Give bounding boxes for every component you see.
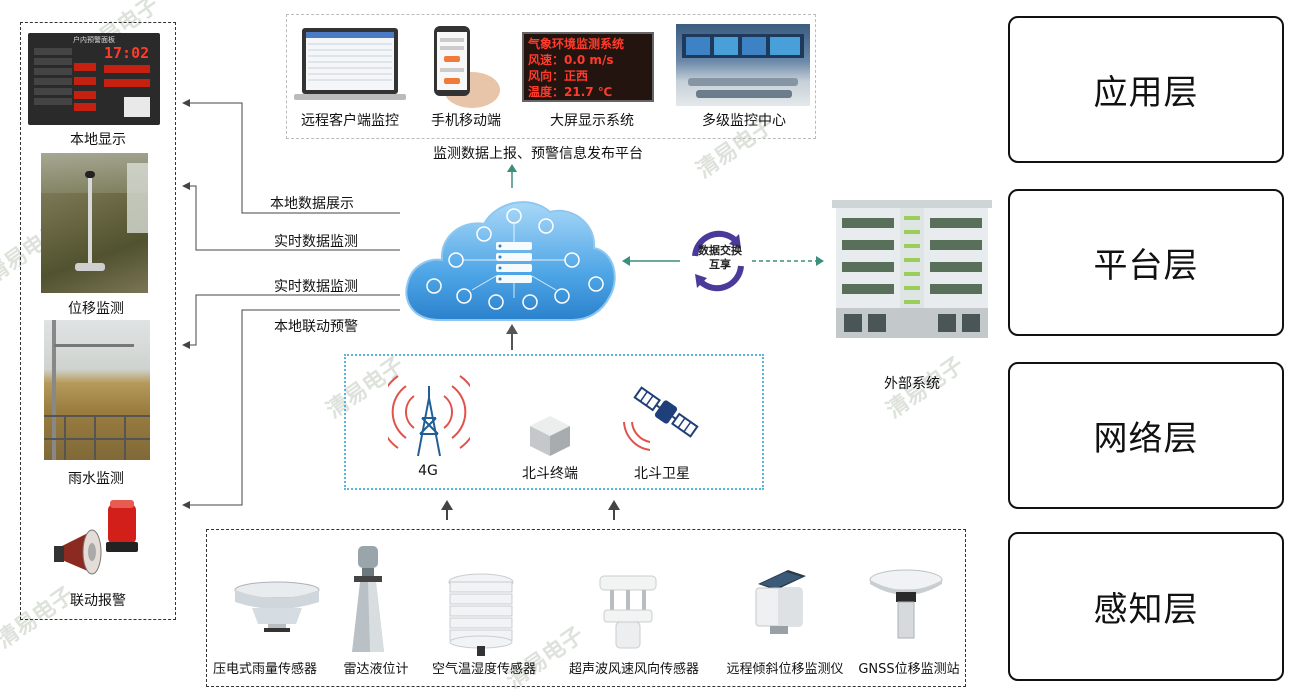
satellite-icon <box>623 386 699 451</box>
ultrasonic-wind-sensor-icon <box>599 575 657 649</box>
sensor-item-ultrasonic-wind: 超声波风速风向传感器 <box>568 662 700 677</box>
board-time: 17:02 <box>104 44 150 62</box>
mobile-phone-icon <box>434 26 500 108</box>
control-center-photo <box>676 24 810 106</box>
local-links <box>182 99 400 509</box>
temp-humidity-shelter-icon <box>448 573 514 656</box>
external-building-icon <box>832 200 992 338</box>
exchange-label: 数据交换互享 <box>698 244 742 271</box>
local-item-display: 本地显示 <box>70 132 126 148</box>
laptop-icon <box>294 28 406 100</box>
led-line: 气象环境监测系统 <box>528 37 625 51</box>
local-display-board: 户内预警面板 17:02 <box>28 33 160 125</box>
link-label-realtime-2: 实时数据监测 <box>274 279 358 295</box>
link-label-local-display: 本地数据展示 <box>270 196 354 212</box>
exchange-cycle-icon <box>692 230 744 292</box>
sensor-item-tilt-displacement: 远程倾斜位移监测仪 <box>726 662 844 677</box>
sensor-panel <box>206 529 966 687</box>
alarm-device-icon <box>54 500 138 575</box>
gnss-station-icon <box>869 569 943 639</box>
beidou-terminal-icon <box>530 416 570 456</box>
tower-4g-icon <box>388 375 470 457</box>
platform-caption: 监测数据上报、预警信息发布平台 <box>433 146 643 162</box>
sensor-item-temp-humidity: 空气温湿度传感器 <box>431 662 537 677</box>
network-item-4g: 4G <box>418 463 438 479</box>
sensor-item-gnss: GNSS位移监测站 <box>858 662 960 677</box>
led-line: 温度：21.7 ℃ <box>528 85 613 99</box>
layer-perception: 感知层 <box>1008 532 1284 681</box>
app-item-remote-client: 远程客户端监控 <box>301 113 399 129</box>
link-label-realtime-1: 实时数据监测 <box>274 234 358 250</box>
external-system-label: 外部系统 <box>884 376 940 392</box>
sensor-item-rain-gauge: 压电式雨量传感器 <box>212 662 318 677</box>
layer-application: 应用层 <box>1008 16 1284 163</box>
local-panel <box>20 22 176 620</box>
app-item-control-center: 多级监控中心 <box>702 113 786 129</box>
local-item-rain: 雨水监测 <box>68 471 124 487</box>
network-item-beidou-satellite: 北斗卫星 <box>634 466 690 482</box>
application-panel <box>286 14 816 139</box>
network-item-beidou-terminal: 北斗终端 <box>522 466 578 482</box>
local-item-displacement: 位移监测 <box>68 301 124 317</box>
rain-photo <box>44 320 150 460</box>
tilt-displacement-monitor-icon <box>755 570 806 634</box>
led-line: 风向：正西 <box>528 69 589 83</box>
platform-arrows <box>441 164 824 520</box>
rain-gauge-icon <box>234 581 320 632</box>
led-big-screen: 气象环境监测系统 风速：0.0 m/s 风向：正西 温度：21.7 ℃ <box>522 32 654 102</box>
app-item-mobile: 手机移动端 <box>431 113 501 129</box>
cloud-platform <box>405 201 616 321</box>
local-item-alarm: 联动报警 <box>70 593 126 609</box>
displacement-photo <box>41 153 148 293</box>
layer-platform: 平台层 <box>1008 189 1284 336</box>
sensor-item-radar-level: 雷达液位计 <box>343 662 409 677</box>
radar-level-meter-icon <box>352 546 384 652</box>
led-line: 风速：0.0 m/s <box>528 53 614 67</box>
link-label-linkage: 本地联动预警 <box>274 319 358 335</box>
board-title: 户内预警面板 <box>73 36 115 44</box>
layer-network: 网络层 <box>1008 362 1284 509</box>
network-panel <box>344 354 764 490</box>
app-item-big-screen: 大屏显示系统 <box>550 113 634 129</box>
